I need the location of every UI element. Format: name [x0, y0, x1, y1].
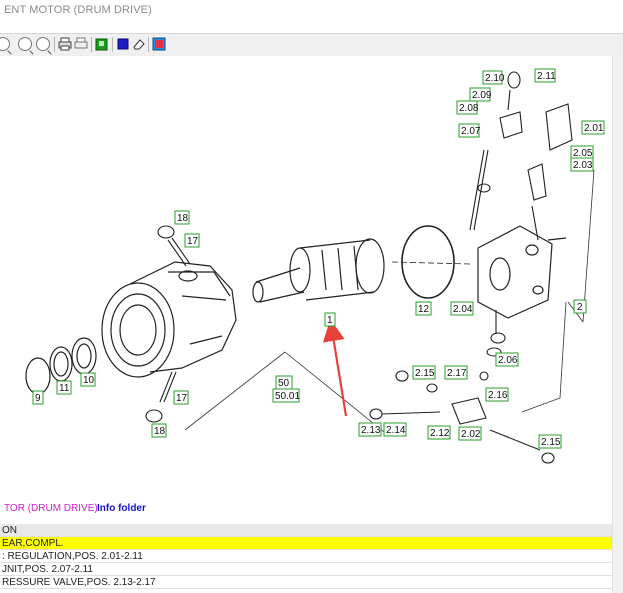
zoom-fit-icon[interactable] — [36, 37, 50, 51]
print-icon[interactable] — [58, 37, 72, 51]
vertical-scrollbar[interactable] — [612, 56, 623, 593]
pressure-valve — [369, 310, 555, 464]
label-17-top[interactable]: 17 — [187, 236, 199, 247]
callout-labels: 2.10 2.11 2.09 2.08 2.07 2.01 2.05 2.03 … — [32, 68, 605, 449]
parts-list-row[interactable]: : REGULATION,POS. 2.01-2.11 — [0, 550, 612, 563]
highlight-arrow — [322, 319, 348, 417]
label-2-02[interactable]: 2.02 — [461, 429, 481, 440]
label-18-top[interactable]: 18 — [177, 213, 189, 224]
window-title: ENT MOTOR (DRUM DRIVE) — [4, 4, 152, 16]
toolbar-separator — [54, 37, 55, 52]
label-17-bottom[interactable]: 17 — [176, 393, 188, 404]
label-2-07[interactable]: 2.07 — [461, 126, 481, 137]
exploded-parts-drawing[interactable]: 2.10 2.11 2.09 2.08 2.07 2.01 2.05 2.03 … — [0, 56, 612, 496]
label-2[interactable]: 2 — [577, 302, 583, 313]
label-2-03[interactable]: 2.03 — [573, 160, 593, 171]
label-11[interactable]: 11 — [59, 383, 70, 394]
end-cover — [477, 225, 567, 319]
parts-list-row[interactable]: JNIT,POS. 2.07-2.11 — [0, 563, 612, 576]
drive-shaft — [252, 238, 385, 303]
zoom-out-icon[interactable] — [0, 37, 10, 51]
label-50-01[interactable]: 50.01 — [275, 391, 300, 402]
zoom-in-icon[interactable] — [18, 37, 32, 51]
label-2-11[interactable]: 2.11 — [537, 71, 556, 82]
regulation-valve — [469, 71, 573, 241]
toolbar-separator — [112, 37, 113, 52]
label-2-14[interactable]: 2.14 — [386, 425, 406, 436]
eraser-icon[interactable] — [132, 37, 146, 51]
parts-list-row[interactable]: EAR,COMPL. — [0, 537, 612, 550]
label-2-15-top[interactable]: 2.15 — [415, 368, 435, 379]
toolbar-separator — [148, 37, 149, 52]
label-2-16[interactable]: 2.16 — [488, 390, 508, 401]
assembly-title: TOR (DRUM DRIVE) — [4, 503, 98, 514]
toolbar — [0, 33, 623, 57]
green-book-icon[interactable] — [95, 37, 109, 51]
o-ring — [401, 225, 455, 299]
parts-list: ON EAR,COMPL. : REGULATION,POS. 2.01-2.1… — [0, 524, 612, 593]
print-preview-icon[interactable] — [74, 37, 88, 51]
label-2-09[interactable]: 2.09 — [472, 90, 492, 101]
label-50[interactable]: 50 — [278, 378, 290, 389]
center-line — [391, 261, 471, 265]
label-1[interactable]: 1 — [327, 315, 333, 326]
label-2-10[interactable]: 2.10 — [485, 73, 505, 84]
label-9[interactable]: 9 — [35, 393, 41, 404]
label-10[interactable]: 10 — [83, 375, 95, 386]
info-icon[interactable] — [152, 37, 166, 51]
label-2-15-bottom[interactable]: 2.15 — [541, 437, 561, 448]
leader-lines — [184, 169, 595, 433]
label-2-04[interactable]: 2.04 — [453, 304, 473, 315]
parts-list-header: ON — [0, 524, 612, 537]
label-2-06[interactable]: 2.06 — [498, 355, 518, 366]
info-bar: TOR (DRUM DRIVE) Info folder — [0, 500, 612, 518]
motor-housing — [101, 261, 237, 378]
label-2-12[interactable]: 2.12 — [430, 428, 450, 439]
label-18-bottom[interactable]: 18 — [154, 426, 166, 437]
label-2-05[interactable]: 2.05 — [573, 148, 593, 159]
blue-square-icon[interactable] — [116, 37, 130, 51]
label-12[interactable]: 12 — [418, 304, 430, 315]
label-2-17[interactable]: 2.17 — [447, 368, 467, 379]
label-2-13[interactable]: 2.13 — [361, 425, 381, 436]
toolbar-separator — [91, 37, 92, 52]
window-titlebar: ENT MOTOR (DRUM DRIVE) — [0, 0, 623, 32]
parts-list-row[interactable]: RESSURE VALVE,POS. 2.13-2.17 — [0, 576, 612, 589]
info-folder-link[interactable]: Info folder — [97, 503, 146, 514]
label-2-08[interactable]: 2.08 — [459, 103, 479, 114]
bolts — [145, 225, 191, 423]
label-2-01[interactable]: 2.01 — [584, 123, 604, 134]
